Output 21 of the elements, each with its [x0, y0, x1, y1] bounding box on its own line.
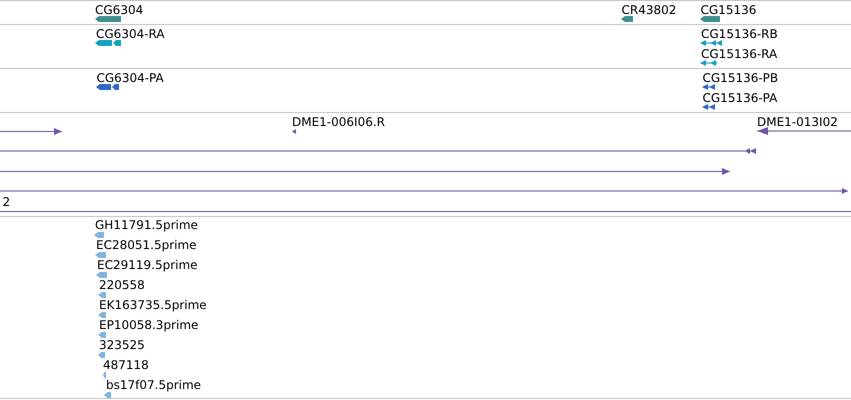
feature-label: 220558 [99, 278, 145, 292]
feature-label: CG15136-RA [701, 46, 778, 61]
feature-label: DME1-006I06.R [292, 114, 386, 129]
feature-label: CG6304 [95, 2, 144, 17]
feature-label: 487118 [103, 358, 149, 372]
feature-label: 323525 [99, 338, 145, 352]
feature-label: CG15136-PA [702, 90, 778, 105]
feature-label: CG6304-RA [96, 26, 165, 41]
feature-label: EK163735.5prime [99, 298, 207, 312]
feature-label: CG6304-PA [96, 70, 164, 85]
feature-label: GH11791.5prime [95, 218, 198, 232]
feature-label: EC29119.5prime [97, 258, 198, 272]
feature-label: bs17f07.5prime [106, 378, 202, 392]
feature-label: CG15136 [700, 2, 756, 17]
feature-label: CG15136-RB [701, 26, 778, 41]
feature-label: 2 [2, 194, 10, 209]
feature-label: EP10058.3prime [99, 318, 198, 332]
feature-label: EC28051.5prime [96, 238, 197, 252]
feature-label: CR43802 [622, 2, 676, 17]
feature-label: DME1-013I02 [757, 114, 838, 129]
feature-label: CG15136-PB [702, 70, 778, 85]
